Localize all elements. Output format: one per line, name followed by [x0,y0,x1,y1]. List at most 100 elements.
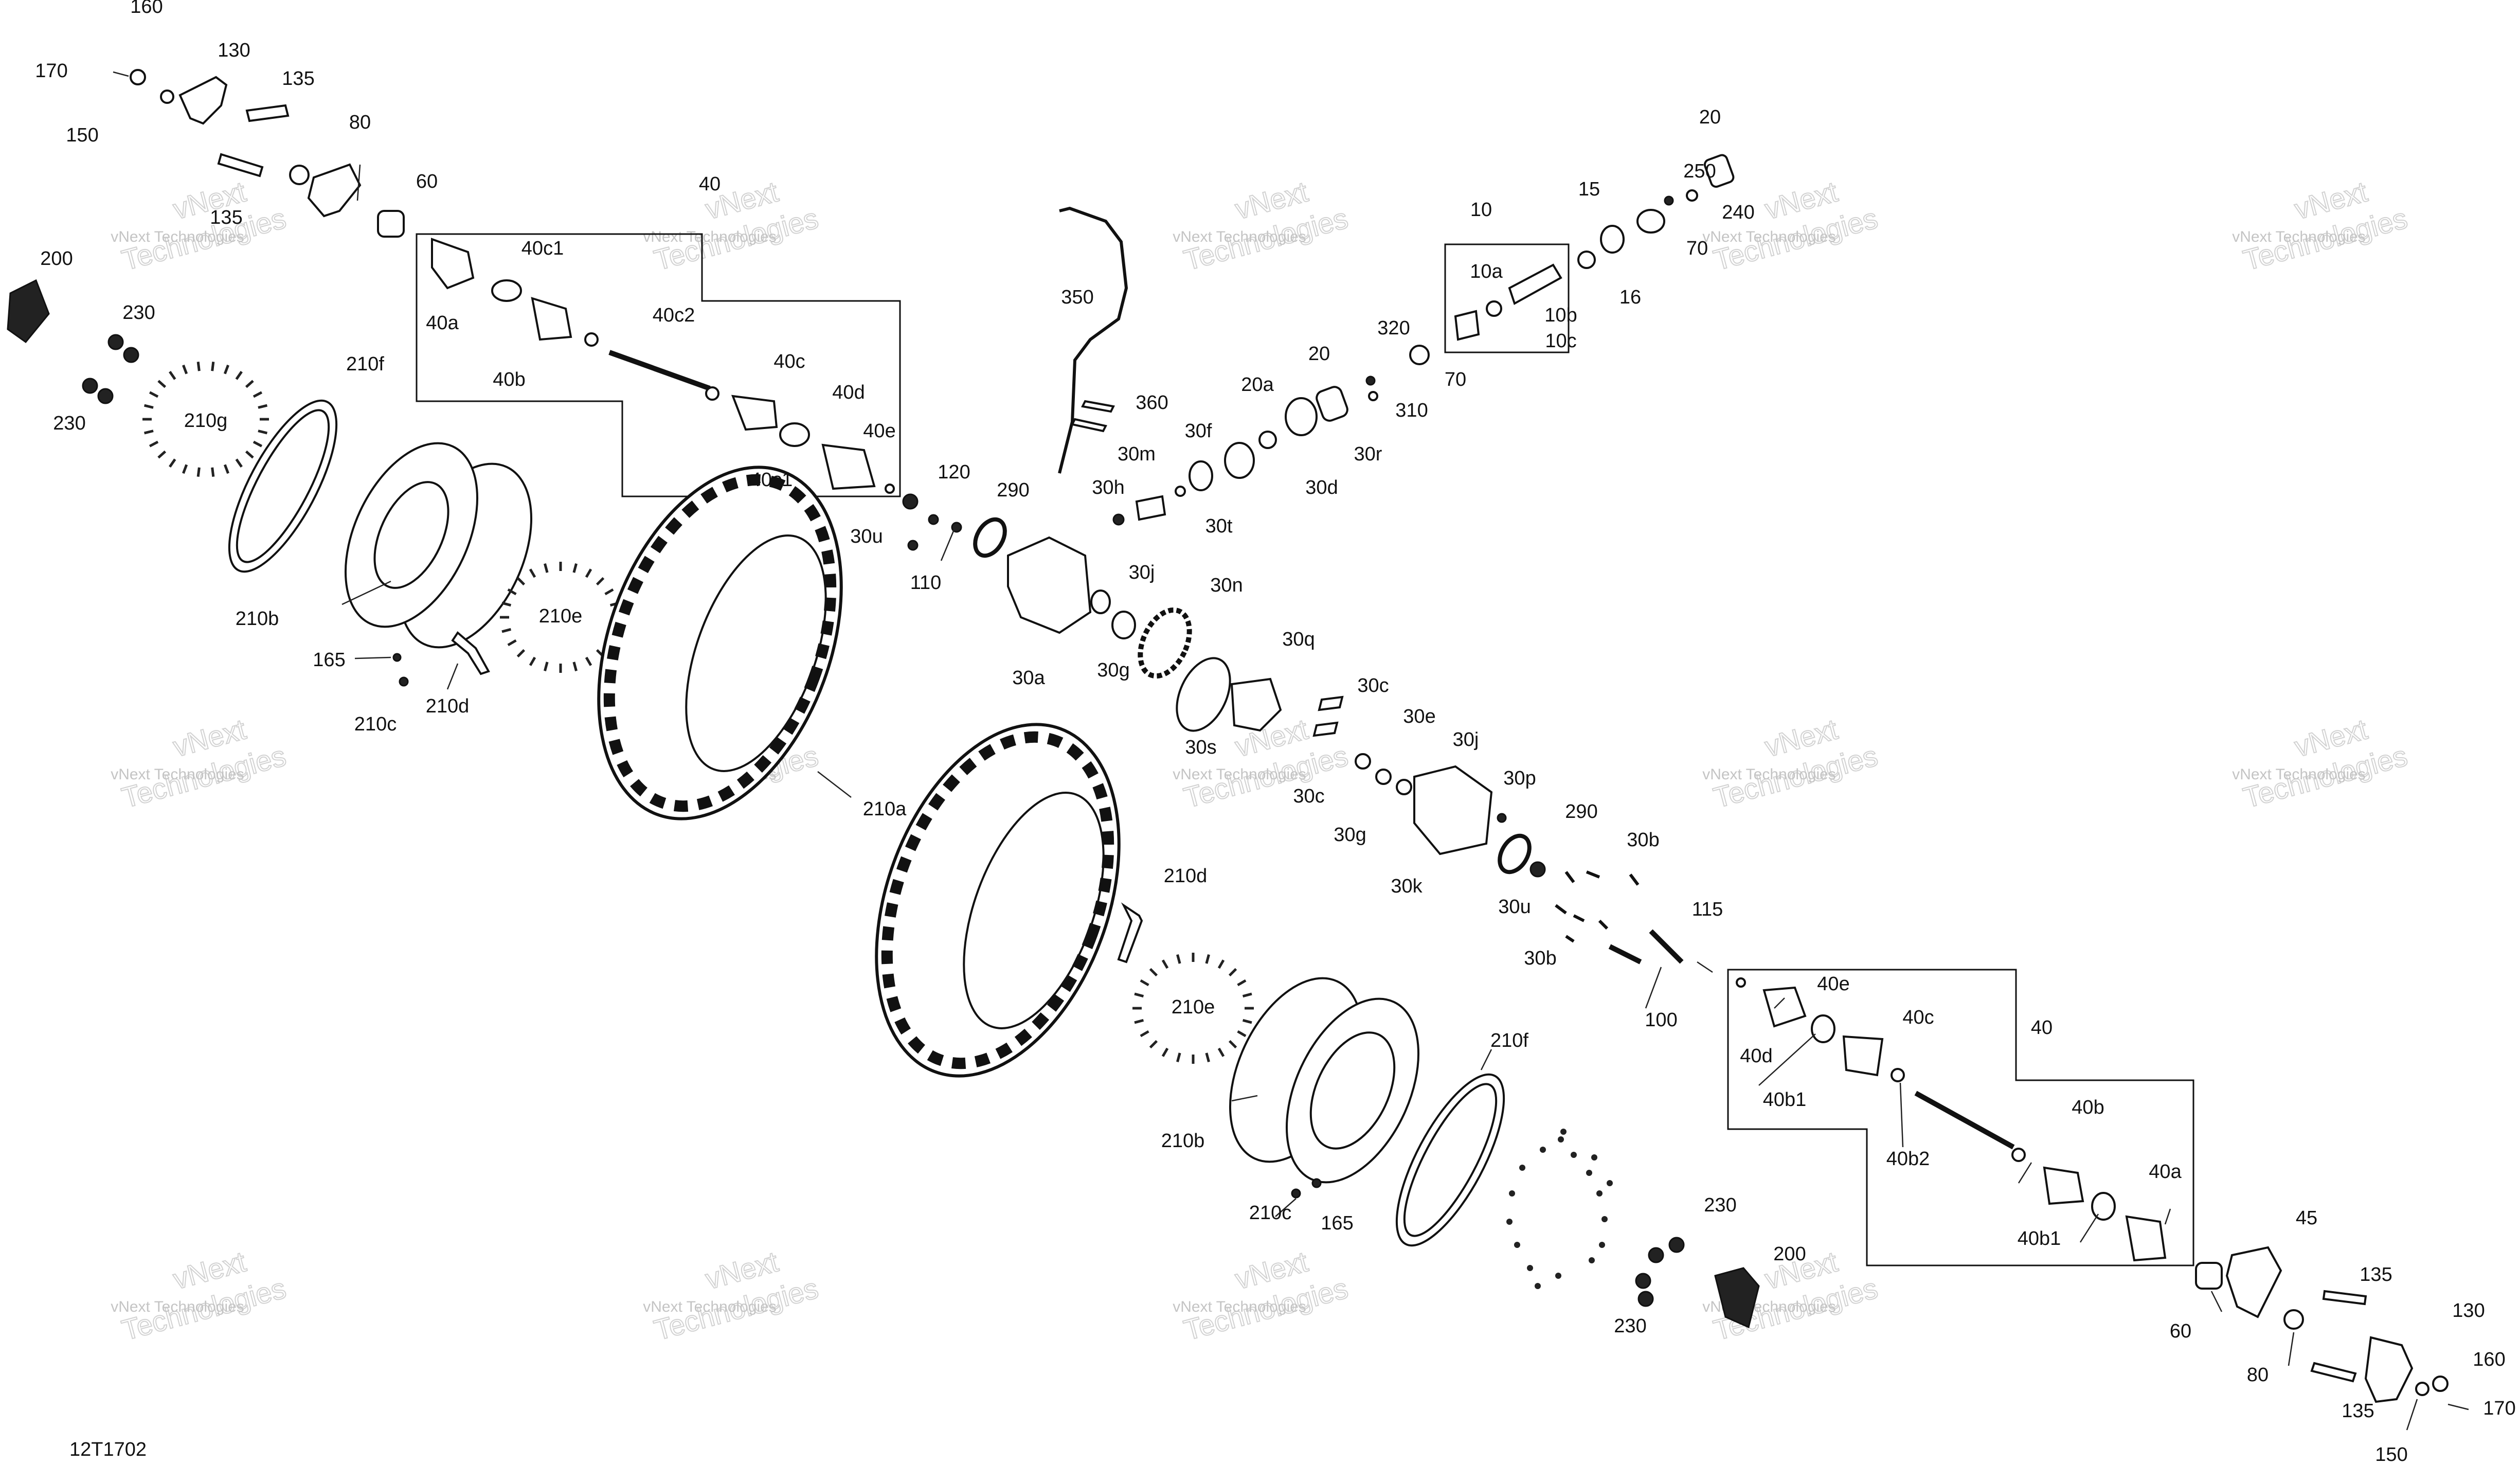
lug-bolt [223,464,229,474]
lug-set-bottom-right [1506,1129,1613,1289]
lug-bolt [1140,979,1149,987]
callout-label-135: 135 [210,207,242,228]
oring-30s [1176,657,1231,732]
bead-ring-210f-top-inner [236,409,330,563]
washer-240 [1686,189,1698,202]
coupler-20-top [1703,154,1735,188]
callout-label-30m: 30m [1118,443,1156,465]
lug-bolt [149,391,159,398]
lug-bolt [1228,1040,1237,1049]
part-10c [1508,263,1562,305]
lug-bolt [143,430,154,435]
bead-ring-210f-bottom-inner [1403,1083,1498,1237]
cover-30k [1413,765,1493,855]
nut-230-c [82,378,98,394]
screw [1586,1170,1592,1176]
callout-label-30r: 30r [1354,443,1382,465]
bolt-110-a [951,522,962,533]
callout-label-15: 15 [1578,178,1600,200]
lug-bolt [544,563,549,573]
callout-label-130: 130 [218,40,250,61]
callout-label-40a: 40a [2149,1161,2182,1183]
callout-label-130: 130 [2452,1300,2485,1322]
callout-label-30k: 30k [1391,876,1423,897]
bearing-60 [377,210,405,238]
callout-label-40b1: 40b1 [1763,1089,1807,1111]
leader-lines [341,164,2418,1431]
callout-label-30q: 30q [1282,629,1315,650]
callout-label-80: 80 [2247,1364,2269,1386]
lug-bolt [196,362,201,371]
callout-label-10b: 10b [1544,305,1577,326]
lug-bolt [169,370,176,380]
lug-bolt [529,568,536,578]
nut-165-top [392,653,402,662]
seal-290-bottom [1498,833,1532,874]
lug-bolt [501,601,512,607]
lug-bolt [1205,1052,1210,1062]
cv-joint-40a [431,238,475,290]
bearing-30j-b [1396,779,1412,795]
lug-bolt [544,662,549,671]
seal-30u-bottom [1529,861,1546,878]
lug-bolt [1140,1030,1149,1038]
lug-bolt [253,391,263,398]
callout-label-210c: 210c [354,713,397,735]
callout-label-60: 60 [2170,1320,2191,1342]
lug-bolt [258,430,268,435]
watermark-text: vNext Technologies [111,228,244,245]
stud-135-d [2310,1362,2357,1383]
lug-bolt [604,588,614,596]
callout-label-100: 100 [1645,1009,1677,1031]
callout-label-135: 135 [2342,1400,2374,1422]
screw [1509,1190,1515,1197]
lug-bolt [1161,959,1169,969]
callout-label-40b: 40b [2072,1097,2104,1118]
callout-label-30c: 30c [1293,785,1324,807]
screw [1527,1265,1533,1271]
lug-bolt [245,380,254,388]
differential-group [902,345,1546,878]
watermark-text: vNext Technologies [1173,228,1306,245]
part-10a [1454,310,1480,341]
callout-label-120: 120 [938,461,970,483]
callout-label-80: 80 [349,112,371,133]
screw [1555,1273,1561,1279]
callout-label-30p: 30p [1503,767,1536,789]
plug-30p [1497,813,1507,823]
seal-290-top [973,517,1007,558]
callout-label-320: 320 [1377,317,1410,339]
boot-40b-bottom [2043,1166,2084,1205]
clip-360-a [1081,400,1115,413]
callout-label-30s: 30s [1185,737,1216,758]
boot-40c-bottom [1842,1035,1884,1077]
bolt-250 [1664,195,1674,206]
lug-bolt [585,568,592,578]
lug-bolt [258,404,268,409]
bolt-115 [1649,929,1684,964]
drive-shaft-frame-top [416,233,901,497]
washer-150-bottom [2415,1382,2429,1396]
watermark-text: vNext Technologies [111,766,244,783]
callout-label-10: 10 [1470,199,1492,221]
drive-shaft-frame-bottom [1727,969,2194,1266]
cv-joint-40d-bottom [1762,986,1807,1028]
screw [1514,1242,1520,1248]
lug-bolt [253,440,263,448]
lug-bolt [223,364,229,374]
callout-label-30e: 30e [1403,706,1435,727]
callout-label-30h: 30h [1092,477,1124,498]
callout-label-10a: 10a [1470,261,1503,282]
callout-label-30j: 30j [1453,729,1479,751]
ring-40e-bottom [1736,977,1746,988]
bolts-30b [1555,870,1640,943]
callout-label-40e: 40e [863,420,895,442]
lug-bolt [1228,968,1237,977]
callout-label-160: 160 [130,0,163,17]
lug-bolt [157,380,167,388]
clip-360-b [1071,418,1107,433]
watermark-text: vNext Technologies [2232,228,2366,245]
callout-label-60: 60 [416,171,438,192]
callout-label-70: 70 [1445,369,1466,390]
screw [1599,1242,1605,1248]
